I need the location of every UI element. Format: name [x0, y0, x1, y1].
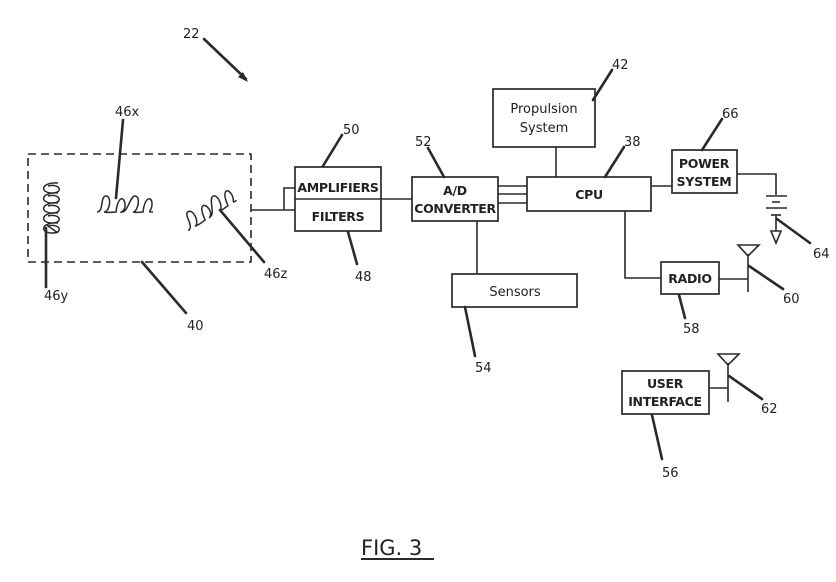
- ref-label-38: 38: [624, 135, 641, 150]
- leader-62: [727, 374, 764, 401]
- propulsion-block: Propulsion System 42: [492, 58, 629, 148]
- ref-label-64: 64: [813, 247, 830, 262]
- arrow-head-icon: [238, 72, 248, 82]
- sensor-array: 46y 46x 46z 40: [27, 105, 288, 334]
- ui-antenna-icon: [709, 353, 741, 402]
- ad-converter-block: A/D CONVERTER 52: [411, 135, 499, 222]
- cpu-label: CPU: [575, 187, 603, 202]
- system-reference: 22: [183, 27, 248, 82]
- filters-label: FILTERS: [312, 209, 365, 224]
- ref-label-60: 60: [783, 292, 800, 307]
- amplifier-filter-block: AMPLIFIERS FILTERS 50 48: [294, 123, 382, 285]
- leader-60: [747, 264, 785, 291]
- arrow-line: [202, 37, 248, 81]
- sensors-label: Sensors: [489, 285, 541, 300]
- ref-label-46z: 46z: [264, 267, 288, 282]
- leader-46x: [114, 118, 125, 200]
- propulsion-label-line1: Propulsion: [510, 102, 577, 117]
- ref-label-48: 48: [355, 270, 372, 285]
- radio-antenna-icon: [719, 244, 761, 292]
- ui-label-line2: INTERFACE: [628, 394, 702, 409]
- ref-label-40: 40: [187, 319, 204, 334]
- coil-x-icon: [96, 195, 154, 214]
- radio-label: RADIO: [668, 271, 711, 286]
- figure-caption-text: FIG. 3: [361, 536, 422, 560]
- coil-y-icon: [43, 182, 60, 234]
- cpu-block: CPU 38: [526, 135, 652, 212]
- ad-label-line2: CONVERTER: [414, 201, 496, 216]
- cpu-to-radio-wire: [624, 211, 661, 279]
- ref-label-22: 22: [183, 27, 200, 42]
- power-system-block: POWER SYSTEM 66: [671, 107, 739, 194]
- coil-z-icon: [186, 190, 237, 232]
- leader-46z: [218, 208, 266, 264]
- ref-label-50: 50: [343, 123, 360, 138]
- figure-caption: FIG. 3: [361, 536, 434, 560]
- sensors-block: Sensors 54: [451, 273, 578, 376]
- ref-label-46x: 46x: [115, 105, 140, 120]
- ref-label-46y: 46y: [44, 289, 69, 304]
- ui-label-line1: USER: [647, 376, 684, 391]
- battery-icon: [737, 173, 787, 246]
- ref-label-56: 56: [662, 466, 679, 481]
- ref-label-52: 52: [415, 135, 432, 150]
- ref-label-62: 62: [761, 402, 778, 417]
- leader-40: [140, 260, 188, 315]
- power-label-line2: SYSTEM: [677, 174, 732, 189]
- leader-64: [775, 217, 812, 245]
- ad-label-line1: A/D: [443, 183, 467, 198]
- ref-label-66: 66: [722, 107, 739, 122]
- sensor-array-enclosure: [27, 153, 252, 263]
- amplifiers-label: AMPLIFIERS: [297, 180, 379, 195]
- ref-label-54: 54: [475, 361, 492, 376]
- ref-label-58: 58: [683, 322, 700, 337]
- radio-block: RADIO 58: [660, 261, 720, 337]
- adc-to-cpu-bus: [498, 185, 527, 204]
- ref-label-42: 42: [612, 58, 629, 73]
- propulsion-label-line2: System: [520, 121, 568, 136]
- user-interface-block: USER INTERFACE 56: [621, 370, 710, 481]
- power-label-line1: POWER: [679, 156, 730, 171]
- input-wiring: [251, 187, 295, 211]
